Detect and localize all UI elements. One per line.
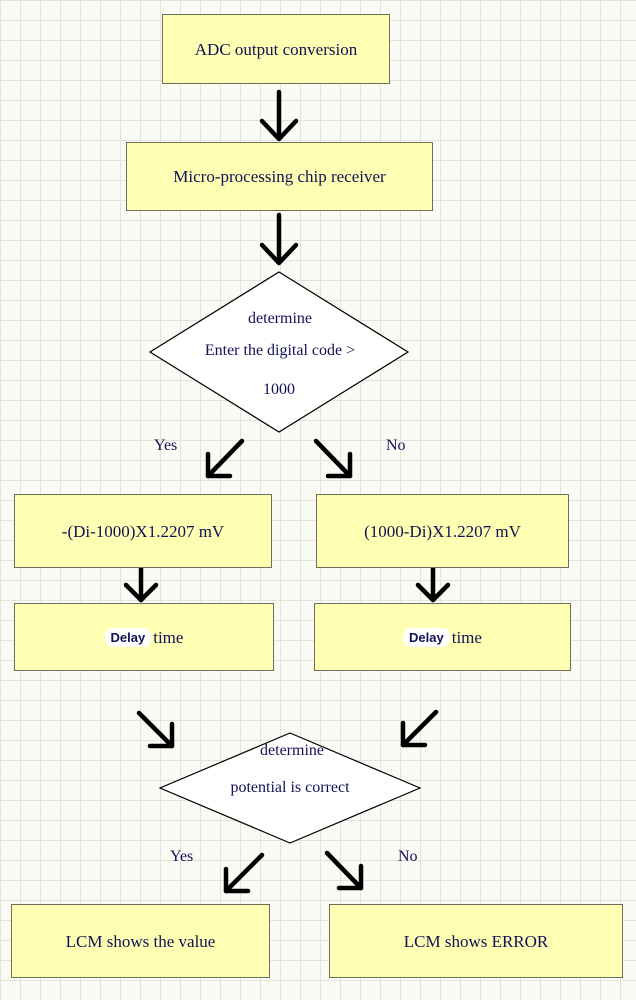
- no-label-1: No: [386, 437, 406, 454]
- result-left-label: LCM shows the value: [65, 931, 216, 951]
- result-right-box: LCM shows ERROR: [329, 904, 623, 978]
- formula-right-label: (1000-Di)X1.2207 mV: [364, 521, 521, 541]
- arrow-decision1-no: [313, 438, 353, 479]
- yes-label-2: Yes: [170, 848, 194, 865]
- no-label-2: No: [398, 848, 418, 865]
- decision-diamond-2: [158, 732, 422, 844]
- delay-right-word2: time: [451, 627, 482, 647]
- decision2-line2: potential is correct: [230, 779, 350, 796]
- arrow-delay-right-to-decision2: [400, 709, 439, 748]
- delay-left-box: Delay time: [14, 603, 274, 671]
- arrow-decision2-yes: [223, 852, 265, 894]
- decision1-line1: determine: [248, 310, 312, 327]
- receiver-label: Micro-processing chip receiver: [173, 167, 386, 186]
- yes-label-1: Yes: [154, 437, 178, 454]
- delay-left-word2: time: [153, 627, 184, 647]
- start-box: ADC output conversion: [162, 14, 390, 84]
- formula-left-box: -(Di-1000)X1.2207 mV: [14, 494, 272, 568]
- start-label: ADC output conversion: [194, 39, 358, 59]
- delay-left-word1: Delay: [104, 627, 152, 647]
- formula-right-box: (1000-Di)X1.2207 mV: [316, 494, 569, 568]
- decision2-line1: determine: [260, 742, 324, 759]
- delay-right-box: Delay time: [314, 603, 571, 671]
- delay-right-word1: Delay: [403, 627, 450, 647]
- formula-left-label: -(Di-1000)X1.2207 mV: [61, 521, 225, 541]
- arrow-delay-left-to-decision2: [136, 710, 175, 749]
- arrow-decision2-no: [324, 850, 364, 891]
- arrow-formula-left-to-delay: [123, 565, 159, 603]
- arrow-decision1-yes: [205, 438, 245, 479]
- arrow-receiver-to-decision1: [259, 212, 299, 266]
- result-right-label: LCM shows ERROR: [403, 931, 549, 951]
- arrow-formula-right-to-delay: [415, 565, 451, 603]
- result-left-box: LCM shows the value: [11, 904, 270, 978]
- decision-diamond-1: [148, 271, 410, 433]
- arrow-start-to-receiver: [259, 89, 299, 142]
- decision1-line2: Enter the digital code >: [204, 342, 356, 359]
- decision1-line3: 1000: [263, 381, 295, 398]
- receiver-box: Micro-processing chip receiver: [126, 142, 433, 211]
